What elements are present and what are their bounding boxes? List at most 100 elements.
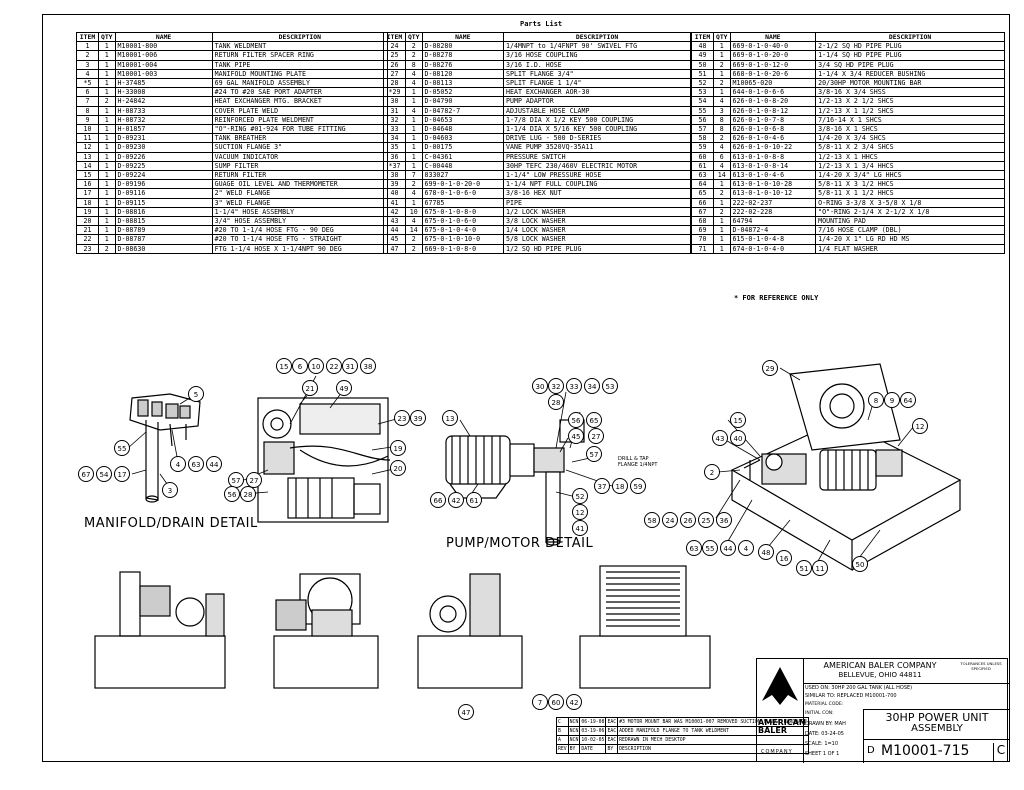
callout-balloon: 59 <box>630 478 646 494</box>
item-description: 30HP TEFC 230/460V ELECTRIC MOTOR <box>503 160 691 172</box>
item-number: 55 <box>691 105 714 116</box>
item-description: O-RING 3-3/8 X 3-5/8 X 1/8 <box>815 197 1005 208</box>
item-number: 67 <box>691 206 714 218</box>
item-number: 59 <box>691 142 714 153</box>
used-on-label: USED ON: <box>805 685 830 691</box>
callout-balloon: 44 <box>206 456 222 472</box>
item-number: 47 <box>383 243 406 254</box>
callout-balloon: 4 <box>170 456 186 472</box>
callout-balloon: 55 <box>114 440 130 456</box>
callout-balloon: 17 <box>114 466 130 482</box>
callout-balloon: 50 <box>852 556 868 572</box>
callout-balloon: 32 <box>548 378 564 394</box>
revision-cell: EAC <box>605 717 619 727</box>
callout-balloon: 12 <box>912 418 928 434</box>
item-number: 64 <box>691 179 714 190</box>
callout-balloon: 6 <box>292 358 308 374</box>
callout-balloon: 2 <box>704 464 720 480</box>
item-description: DRIVE LUG - 500 D-SERIES <box>503 133 691 144</box>
item-number: 28 <box>383 78 406 89</box>
item-description: 20/30HP MOTOR MOUNTING BAR <box>815 78 1005 89</box>
callout-balloon: 56 <box>224 486 240 502</box>
callout-balloon: 42 <box>566 694 582 710</box>
item-number: 57 <box>691 124 714 135</box>
item-number: 23 <box>76 243 99 254</box>
item-number: 56 <box>691 114 714 126</box>
callout-balloon: 53 <box>602 378 618 394</box>
item-number: 20 <box>76 216 99 227</box>
revision-cell: A <box>556 735 569 745</box>
item-number: 40 <box>383 188 406 199</box>
item-number: *29 <box>383 87 406 98</box>
drawn-by-label: DRAWN BY: <box>805 721 833 727</box>
sheet-label: SHEET <box>805 751 822 757</box>
callout-balloon: 49 <box>336 380 352 396</box>
callout-balloon: 58 <box>644 512 660 528</box>
item-number: 63 <box>691 170 714 181</box>
used-on-value: 30HP 200 GAL TANK (ALL HOSE) <box>831 685 913 691</box>
item-number: 19 <box>76 206 99 218</box>
item-number: 50 <box>691 59 714 70</box>
revision-cell: B <box>556 726 569 736</box>
item-number: 14 <box>76 160 99 172</box>
item-number: 44 <box>383 225 406 236</box>
revision-cell: 06-19-08 <box>579 717 607 727</box>
callout-balloon: 28 <box>240 486 256 502</box>
logo-sub: COMPANY <box>761 749 793 755</box>
item-number: 43 <box>383 216 406 227</box>
callout-balloon: 24 <box>662 512 678 528</box>
item-description: 1/2 SQ HD PIPE PLUG <box>503 243 691 254</box>
sheet-size: D <box>867 745 875 756</box>
item-number: 69 <box>691 225 714 236</box>
item-number: 52 <box>691 78 714 89</box>
eagle-logo-icon <box>762 667 798 705</box>
callout-balloon: 21 <box>302 380 318 396</box>
revision-cell: NCN <box>567 726 581 736</box>
manifold-drawing <box>129 393 201 503</box>
callout-balloon: 51 <box>796 560 812 576</box>
company-name: AMERICAN BALER COMPANY <box>823 661 937 670</box>
callout-balloon: 63 <box>686 540 702 556</box>
material-label: MATERIAL CODE: <box>805 702 844 707</box>
item-description: 1/4 FLAT WASHER <box>815 243 1005 254</box>
item-number: 13 <box>76 151 99 162</box>
item-description: 1-1/4" LOW PRESSURE HOSE <box>503 170 691 181</box>
callout-balloon: 27 <box>246 472 262 488</box>
elevation-views <box>94 565 711 689</box>
item-number: 66 <box>691 197 714 208</box>
tolerances-label: TOLERANCES UNLESS SPECIFIED <box>960 661 1002 671</box>
item-number: 49 <box>691 50 714 61</box>
item-number: 42 <box>383 206 406 218</box>
pump-motor-drawing <box>445 419 585 546</box>
callout-balloon: 15 <box>730 412 746 428</box>
item-number: 9 <box>76 114 99 126</box>
callout-balloon: 23 <box>394 410 410 426</box>
item-number: 8 <box>76 105 99 116</box>
tank-top-view <box>257 397 391 523</box>
callout-balloon: 18 <box>612 478 628 494</box>
callout-balloon: 20 <box>390 460 406 476</box>
item-number: 54 <box>691 96 714 107</box>
revision-cell: NCN <box>567 735 581 745</box>
company-logo: AMERICAN BALER COMPANY <box>757 659 806 763</box>
callout-balloon: 7 <box>532 694 548 710</box>
title-block: AMERICAN BALER COMPANY AMERICAN BALER CO… <box>756 658 1009 763</box>
item-description: 1/4MNPT to 1/4FNPT 90' SWIVEL FTG <box>503 41 691 52</box>
callout-balloon: 28 <box>548 394 564 410</box>
callout-balloon: 37 <box>594 478 610 494</box>
callout-balloon: 27 <box>588 428 604 444</box>
sheet-value: 1 OF 1 <box>822 751 840 757</box>
callout-balloon: 31 <box>342 358 358 374</box>
